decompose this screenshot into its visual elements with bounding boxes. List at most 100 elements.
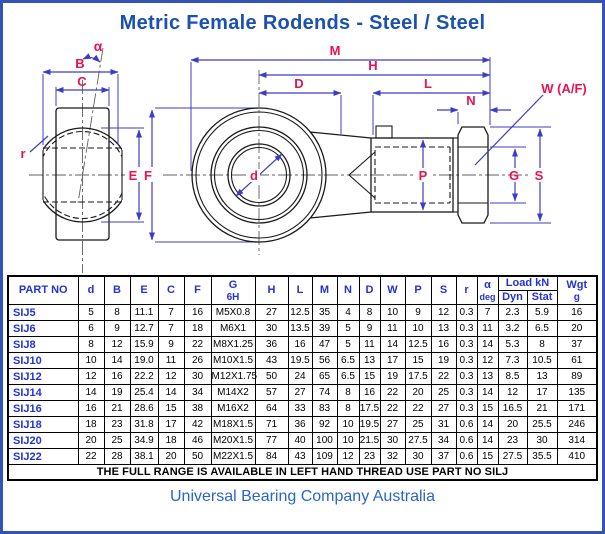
bore-chamfer-circle — [230, 146, 288, 204]
table-cell: 6.5 — [336, 368, 360, 385]
table-cell: 31.8 — [129, 416, 159, 433]
rodend-drawing-svg: B C α r E F — [20, 38, 587, 273]
table-cell: 171 — [556, 400, 598, 417]
column-header: F — [183, 275, 212, 305]
table-cell: 246 — [556, 416, 598, 433]
taper-bottom — [309, 211, 372, 219]
dim-label-c: C — [77, 74, 87, 89]
table-cell: 23 — [103, 416, 131, 433]
table-cell: 0.3 — [455, 400, 478, 417]
column-header: d — [77, 275, 105, 305]
table-cell: 13 — [476, 368, 499, 385]
table-cell: 65 — [311, 368, 338, 385]
table-cell: 43 — [254, 352, 289, 369]
race-inner-circle — [213, 129, 305, 221]
table-cell: 12.5 — [287, 304, 313, 321]
table-cell: 0.6 — [455, 416, 478, 433]
table-cell: 83 — [311, 400, 338, 417]
table-cell: 16 — [103, 368, 131, 385]
table-cell: 20 — [404, 384, 432, 401]
table-cell: 13.5 — [287, 320, 313, 337]
table-cell: 19 — [379, 368, 406, 385]
ball-hidden-edge — [43, 130, 122, 220]
table-cell: 11.1 — [129, 304, 159, 321]
table-cell: 20 — [556, 320, 598, 337]
footer-note-row: THE FULL RANGE IS AVAILABLE IN LEFT HAND… — [7, 464, 598, 481]
header-label: L — [296, 284, 304, 296]
table-cell: 17 — [526, 384, 558, 401]
header-label: P — [414, 284, 422, 296]
dim-label-s: S — [535, 168, 544, 183]
dim-label-l: L — [424, 76, 432, 91]
table-cell: 22 — [379, 384, 406, 401]
header-label: C — [167, 284, 175, 296]
table-cell: 26 — [183, 352, 212, 369]
table-cell: 92 — [311, 416, 338, 433]
table-cell: 25 — [103, 432, 131, 449]
table-cell: 10 — [336, 416, 360, 433]
table-cell: 13 — [526, 368, 558, 385]
table-cell: 71 — [254, 416, 289, 433]
table-cell: 5 — [336, 320, 360, 337]
dim-label-w: W (A/F) — [541, 81, 586, 96]
table-cell: 27 — [287, 384, 313, 401]
column-header: E — [129, 275, 159, 305]
table-cell: 6.5 — [336, 352, 360, 369]
table-cell: 89 — [556, 368, 598, 385]
table-cell: 0.6 — [455, 432, 478, 449]
dim-label-n: N — [466, 93, 475, 108]
column-header: H — [254, 275, 289, 305]
table-cell: 22.2 — [129, 368, 159, 385]
thread-lead-cone — [348, 151, 376, 199]
table-cell: 15.9 — [129, 336, 159, 353]
table-cell: 77 — [254, 432, 289, 449]
header-label: M — [319, 284, 330, 296]
table-cell: 19.0 — [129, 352, 159, 369]
header-label: S — [439, 284, 448, 296]
table-cell: 11 — [157, 352, 185, 369]
table-cell: 19 — [103, 384, 131, 401]
table-cell: 61 — [556, 352, 598, 369]
table-cell: M12X1.75 — [210, 368, 257, 385]
header-label: D — [365, 284, 374, 296]
table-cell: 34 — [183, 384, 212, 401]
table-cell: 0.3 — [455, 320, 478, 337]
table-cell: 5.9 — [526, 304, 558, 321]
part-no-cell: SIJ5 — [7, 304, 79, 321]
header-sublabel: 6H — [226, 291, 240, 303]
table-cell: 20 — [157, 448, 185, 465]
table-cell: 314 — [556, 432, 598, 449]
head-outer-circle — [191, 107, 327, 243]
table-cell: 57 — [254, 384, 289, 401]
table-cell: 25.5 — [526, 416, 558, 433]
table-cell: 6.5 — [526, 320, 558, 337]
table-cell: 16 — [77, 400, 105, 417]
table-cell: 14 — [379, 336, 406, 353]
label-mask — [125, 167, 155, 182]
table-cell: 27.5 — [404, 432, 432, 449]
table-cell: 9 — [157, 336, 185, 353]
table-cell: 34.9 — [129, 432, 159, 449]
table-cell: 30 — [526, 432, 558, 449]
dim-label-dd: D — [294, 76, 303, 91]
label-mask — [416, 169, 430, 181]
table-cell: 8 — [526, 336, 558, 353]
dim-label-alpha: α — [94, 38, 103, 54]
table-cell: 74 — [311, 384, 338, 401]
column-header: M — [311, 275, 338, 305]
table-cell: 0.3 — [455, 384, 478, 401]
table-cell: 40 — [287, 432, 313, 449]
race-outer-circle — [210, 126, 308, 224]
table-cell: 20 — [497, 416, 528, 433]
table-cell: 10 — [404, 320, 432, 337]
table-cell: 0.3 — [455, 368, 478, 385]
dim-label-h: H — [368, 58, 377, 73]
table-cell: 109 — [311, 448, 338, 465]
table-cell: 34 — [430, 432, 457, 449]
table-cell: 13 — [358, 352, 381, 369]
table-cell: 37 — [556, 336, 598, 353]
